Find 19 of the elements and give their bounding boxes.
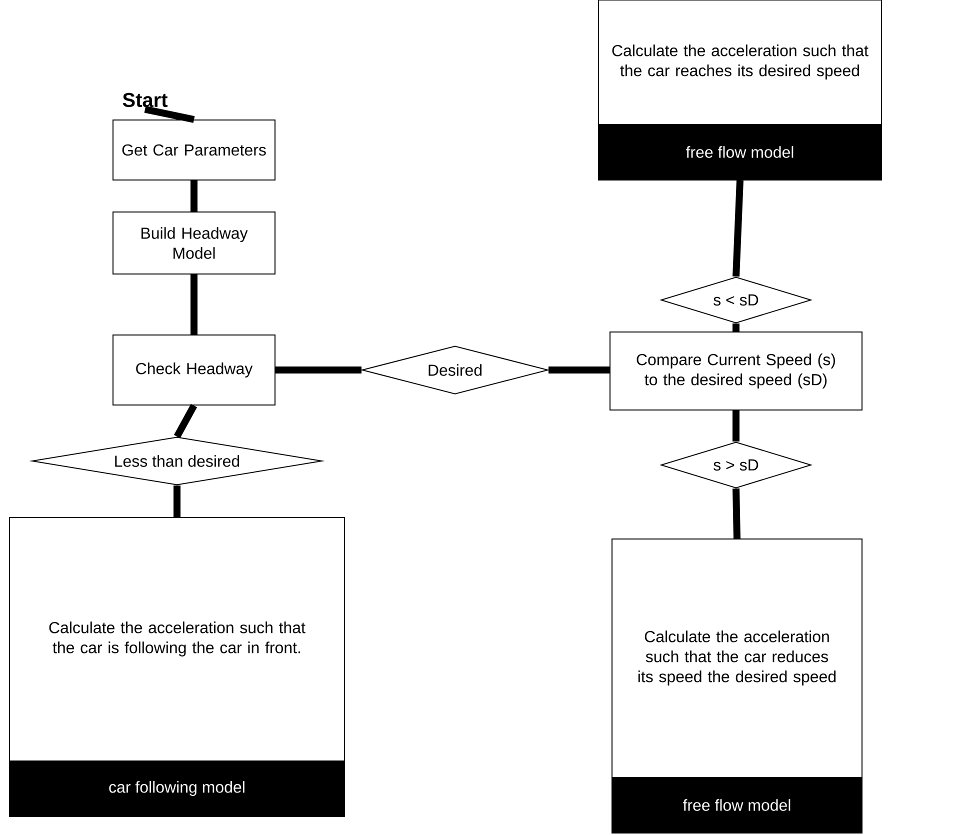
- model-band: free flow model: [598, 124, 882, 180]
- connector-line: [144, 106, 195, 123]
- connector-line: [190, 180, 198, 212]
- process-box: Get Car Parameters: [112, 120, 276, 180]
- process-box: Build Headway Model: [112, 212, 276, 274]
- connector-line: [276, 366, 362, 374]
- connector-line: [732, 410, 740, 442]
- process-box: Check Headway: [112, 334, 276, 406]
- connector-line: [732, 324, 740, 332]
- process-box: Compare Current Speed (s) to the desired speed (sD): [610, 332, 862, 410]
- connector-line: [548, 366, 610, 374]
- connector-line: [174, 486, 180, 517]
- model-band: car following model: [10, 760, 344, 816]
- connector-line: [732, 488, 740, 539]
- connector-line: [732, 180, 744, 277]
- connector-line: [174, 404, 198, 438]
- model-band: free flow model: [612, 777, 862, 833]
- connector-line: [190, 274, 198, 334]
- start-label: Start: [122, 92, 168, 108]
